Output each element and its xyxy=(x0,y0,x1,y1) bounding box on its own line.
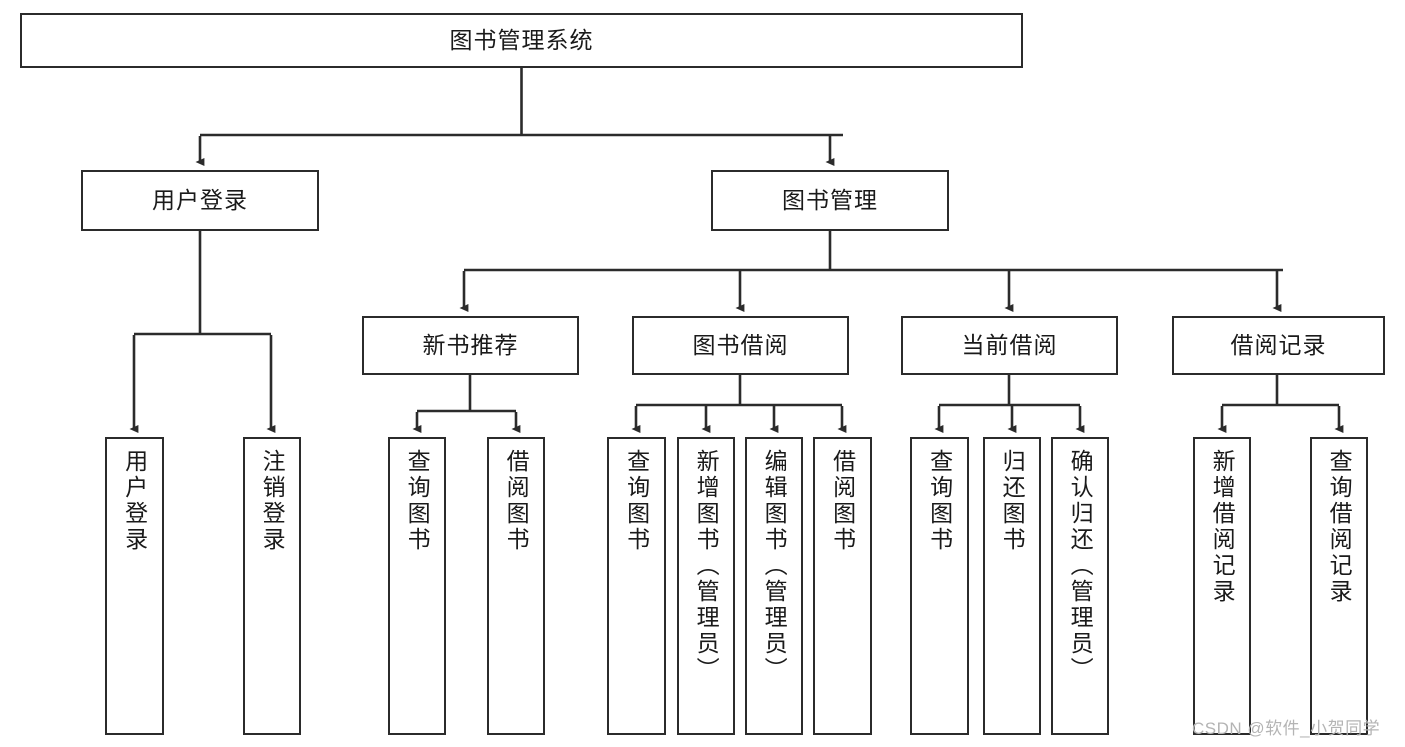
node-leaf-query-book-borrow[interactable]: 查询图书 xyxy=(607,437,666,735)
node-book-borrow[interactable]: 图书借阅 xyxy=(632,316,849,375)
node-leaf-query-book-recommend[interactable]: 查询图书 xyxy=(388,437,446,735)
node-leaf-edit-book-label: 编辑图书（管理员） xyxy=(761,449,788,683)
node-new-book-recommend-label: 新书推荐 xyxy=(422,331,519,358)
node-leaf-add-borrow-record-label: 新增借阅记录 xyxy=(1209,449,1236,605)
node-user-login-label: 用户登录 xyxy=(152,186,248,213)
node-borrow-record[interactable]: 借阅记录 xyxy=(1172,316,1385,375)
node-leaf-query-book-borrow-label: 查询图书 xyxy=(623,449,650,553)
node-root-system[interactable]: 图书管理系统 xyxy=(20,13,1023,68)
node-leaf-borrow-book-label: 借阅图书 xyxy=(829,449,856,553)
node-leaf-query-book-current-label: 查询图书 xyxy=(926,449,953,553)
node-leaf-user-login-label: 用户登录 xyxy=(121,449,148,553)
node-leaf-confirm-return-label: 确认归还（管理员） xyxy=(1067,449,1094,683)
node-current-borrow-label: 当前借阅 xyxy=(961,331,1058,358)
node-book-borrow-label: 图书借阅 xyxy=(692,331,789,358)
watermark-text: CSDN @软件_小贺同学 xyxy=(1192,719,1381,738)
node-leaf-borrow-book-recommend-label: 借阅图书 xyxy=(503,449,530,553)
node-leaf-add-book[interactable]: 新增图书（管理员） xyxy=(677,437,735,735)
node-leaf-return-book-label: 归还图书 xyxy=(999,449,1026,553)
node-leaf-logout[interactable]: 注销登录 xyxy=(243,437,301,735)
node-book-management-label: 图书管理 xyxy=(782,186,878,213)
node-new-book-recommend[interactable]: 新书推荐 xyxy=(362,316,579,375)
node-leaf-borrow-book-recommend[interactable]: 借阅图书 xyxy=(487,437,545,735)
node-root-label: 图书管理系统 xyxy=(449,26,594,53)
node-borrow-record-label: 借阅记录 xyxy=(1230,331,1327,358)
node-leaf-query-borrow-record[interactable]: 查询借阅记录 xyxy=(1310,437,1368,735)
node-leaf-add-borrow-record[interactable]: 新增借阅记录 xyxy=(1193,437,1251,735)
node-leaf-query-book-recommend-label: 查询图书 xyxy=(404,449,431,553)
node-book-management[interactable]: 图书管理 xyxy=(711,170,949,231)
node-leaf-confirm-return[interactable]: 确认归还（管理员） xyxy=(1051,437,1109,735)
node-leaf-logout-label: 注销登录 xyxy=(259,449,286,553)
node-leaf-return-book[interactable]: 归还图书 xyxy=(983,437,1041,735)
node-leaf-add-book-label: 新增图书（管理员） xyxy=(693,449,720,683)
node-leaf-edit-book[interactable]: 编辑图书（管理员） xyxy=(745,437,803,735)
node-user-login[interactable]: 用户登录 xyxy=(81,170,319,231)
node-leaf-query-borrow-record-label: 查询借阅记录 xyxy=(1326,449,1353,605)
node-leaf-query-book-current[interactable]: 查询图书 xyxy=(910,437,969,735)
node-current-borrow[interactable]: 当前借阅 xyxy=(901,316,1118,375)
node-leaf-borrow-book[interactable]: 借阅图书 xyxy=(813,437,872,735)
node-leaf-user-login[interactable]: 用户登录 xyxy=(105,437,164,735)
